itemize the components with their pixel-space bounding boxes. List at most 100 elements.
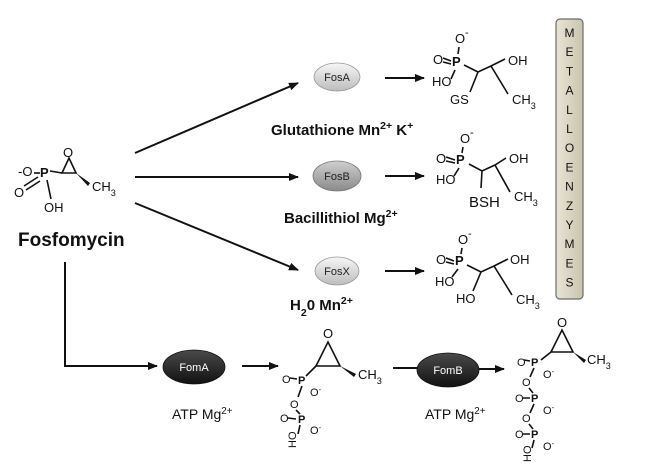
atom-o: O: [515, 393, 524, 405]
atom-o-minus: O-: [543, 367, 555, 382]
atom-p: P: [40, 165, 49, 180]
bond: [540, 351, 552, 361]
bonds: [442, 46, 509, 95]
atom-ho-group: HO: [456, 291, 476, 306]
metalloenzymes-letter: L: [566, 103, 573, 117]
atom-ch3: CH3: [92, 179, 116, 198]
atom-p: P: [531, 429, 538, 441]
foma-label: FomA: [179, 362, 209, 374]
fosx-label: FosX: [324, 266, 350, 278]
atom-ho: HO: [436, 172, 456, 187]
atom-o: O: [282, 374, 291, 386]
atom-ring-o: O: [557, 315, 567, 330]
fosb-conditions: Bacillithiol Mg2+: [284, 208, 398, 227]
atom-o: O: [436, 151, 446, 166]
atom-ch3: CH3: [587, 352, 611, 371]
atom-gs: GS: [450, 92, 469, 107]
atom-p: P: [452, 54, 461, 69]
atom-oh: OH: [510, 252, 530, 267]
atom-o: O: [522, 413, 531, 425]
epoxide-ring: [314, 340, 342, 367]
fosb-product-group: BSH: [469, 194, 500, 211]
atom-oh: OH: [509, 151, 529, 166]
fosa-label: FosA: [324, 72, 350, 84]
atom-ch3: CH3: [516, 292, 540, 311]
arrow-to-foma: [64, 262, 158, 370]
atom-o: O: [433, 52, 443, 67]
metalloenzymes-letter: N: [565, 180, 574, 194]
atom-o-minus: O: [455, 31, 465, 46]
metalloenzymes-letter: L: [566, 122, 573, 136]
atom-p: P: [455, 253, 464, 268]
atom-oh: OH: [508, 53, 528, 68]
atom-p: P: [298, 375, 305, 387]
atom-o-minus: O-: [310, 385, 322, 400]
metalloenzymes-letter: E: [565, 45, 573, 59]
bond: [46, 179, 52, 200]
atom-o-minus: O: [458, 232, 468, 247]
atom-o: O: [517, 357, 526, 369]
epoxide-ring: [549, 328, 575, 353]
atom-o: O: [280, 413, 289, 425]
metalloenzymes-letter: S: [565, 276, 573, 290]
bond: [305, 365, 317, 377]
wedge-bond: [76, 173, 90, 186]
fomb-conditions: ATP Mg2+: [425, 406, 486, 423]
fosx-branch: FosX O - O P HO OH HO CH3 H20 Mn2+: [290, 228, 540, 319]
fosb-enzyme: [312, 160, 362, 192]
phosphofosfomycin-structure: O CH3 O P O- O O P O- HO: [280, 326, 382, 448]
metalloenzymes-letter: T: [566, 64, 574, 78]
bonds: [523, 359, 535, 449]
fosb-label: FosB: [324, 171, 350, 183]
wedge-bond: [340, 366, 356, 377]
charge: -: [465, 27, 469, 39]
epoxide-ring: [60, 156, 78, 174]
fosb-branch: FosB O - O P HO OH CH3 BSH Bacillithiol …: [284, 127, 538, 227]
atom-ho: HO: [287, 431, 299, 448]
metalloenzymes-letter: Z: [566, 199, 573, 213]
charge: -: [468, 228, 472, 240]
bonds: [287, 409, 301, 435]
bond: [49, 170, 63, 174]
atom-p: P: [531, 393, 538, 405]
metalloenzymes-letter: M: [565, 26, 575, 40]
fosx-product: O - O P HO OH HO CH3: [435, 228, 540, 311]
metalloenzymes-letter: A: [565, 84, 573, 98]
fosa-branch: FosA O - O P HO OH GS CH3 Glutathione Mn…: [271, 27, 536, 139]
atom-o-double: O: [14, 185, 24, 200]
fosx-conditions: H20 Mn2+: [290, 295, 353, 319]
fosa-product: O - O P HO OH GS CH3: [432, 27, 536, 111]
bonds: [289, 377, 303, 398]
fomb-step: FomB ATP Mg2+: [416, 352, 505, 423]
atom-ho: HO: [435, 274, 455, 289]
atom-ho: HO: [522, 445, 534, 462]
metalloenzymes-letter: E: [565, 160, 573, 174]
metalloenzymes-letter: Y: [565, 218, 573, 232]
fosb-product: O - O P HO OH CH3: [436, 127, 538, 208]
atom-o-minus: O-: [543, 439, 555, 454]
substrate-name: Fosfomycin: [18, 230, 125, 251]
atom-ring-o: O: [323, 326, 333, 341]
atom-ch3: CH3: [514, 189, 538, 208]
fosx-enzyme: [314, 256, 360, 286]
atom-ring-o: O: [63, 145, 73, 160]
atom-o: O: [290, 399, 299, 411]
foma-conditions: ATP Mg2+: [172, 406, 233, 423]
fomb-label: FomB: [433, 365, 462, 377]
atom-p: P: [298, 414, 305, 426]
atom-o: O: [515, 429, 524, 441]
foma-enzyme: [162, 349, 226, 385]
wedge-bond: [573, 352, 586, 363]
metalloenzymes-letter: M: [565, 237, 575, 251]
atom-o-minus: O: [460, 131, 470, 146]
foma-step: FomA ATP Mg2+: [162, 349, 279, 423]
fosa-conditions: Glutathione Mn2+ K+: [271, 120, 413, 139]
metalloenzymes-frame: [555, 18, 584, 300]
arrow-to-fosa: [134, 82, 299, 154]
fosa-enzyme: [313, 62, 361, 92]
bond-double: [23, 176, 41, 191]
atom-o-minus: O-: [310, 423, 322, 438]
atom-p: P: [456, 152, 465, 167]
